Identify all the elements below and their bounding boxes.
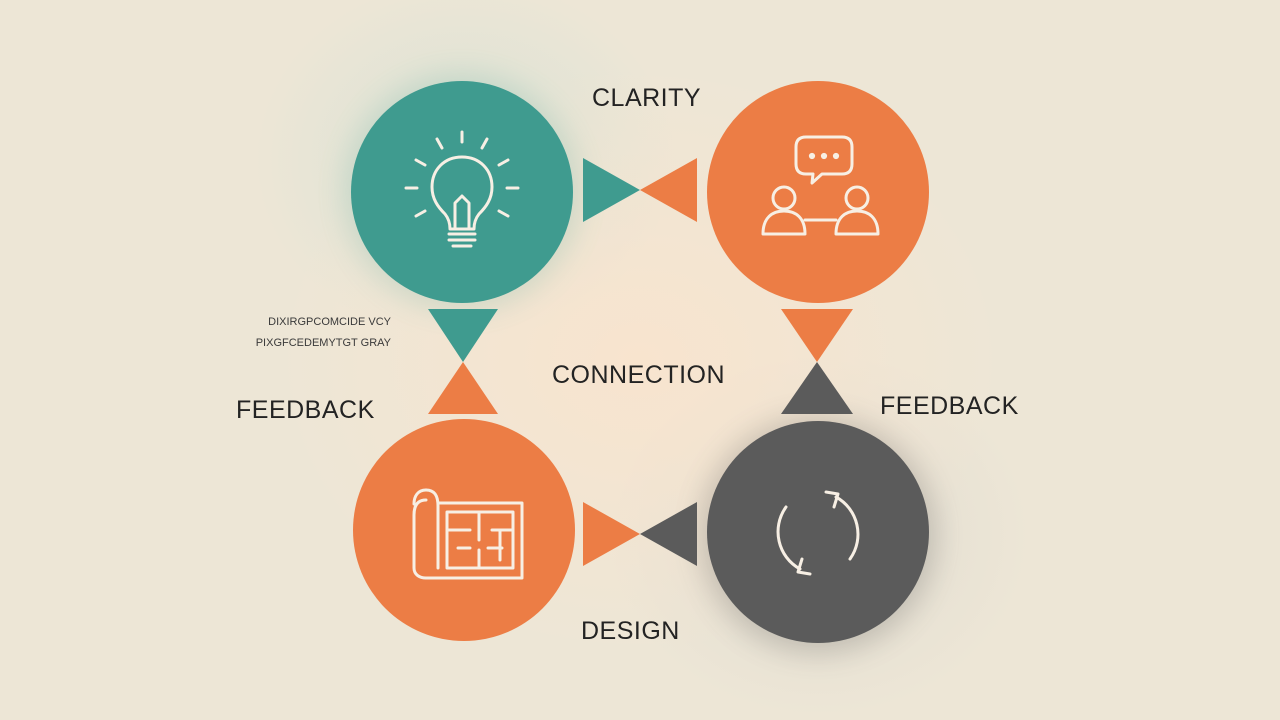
right-up-arrow [781, 362, 853, 414]
collaboration-node [707, 81, 929, 303]
left-down-arrow [428, 309, 498, 362]
side-note-line-1: DIXIRGPCOMCIDE VCY [268, 316, 391, 328]
top-right-arrow [640, 158, 697, 222]
chat-people-icon [761, 135, 880, 236]
right-down-arrow [781, 309, 853, 362]
label-connection: CONNECTION [552, 361, 726, 389]
side-note-line-2: PIXGFCEDEMYTGT GRAY [255, 337, 391, 349]
lightbulb-icon [404, 130, 520, 248]
blueprint-icon [412, 488, 524, 580]
left-up-arrow [428, 362, 498, 414]
bottom-left-arrow [583, 502, 640, 566]
idea-node [351, 81, 573, 303]
refresh-cycle-icon [776, 490, 860, 576]
top-left-arrow [583, 158, 640, 222]
label-feedback-right: FEEDBACK [880, 392, 1019, 420]
label-feedback-left: FEEDBACK [236, 396, 375, 424]
label-design: DESIGN [581, 617, 680, 645]
label-clarity: CLARITY [592, 84, 702, 112]
bottom-right-arrow [640, 502, 697, 566]
iteration-node [707, 421, 929, 643]
